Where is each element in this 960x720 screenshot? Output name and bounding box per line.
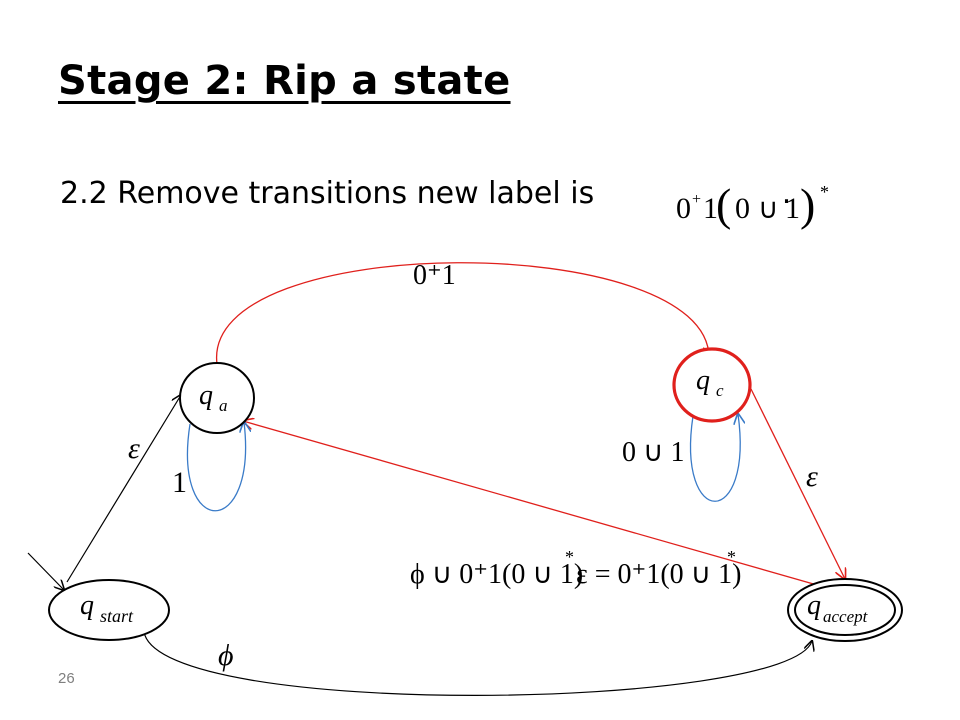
state-qc-sub: c xyxy=(716,381,724,400)
edge-qstart-to-qaccept xyxy=(143,631,812,696)
equation-star-1: * xyxy=(565,547,574,567)
state-qstart-sub: start xyxy=(100,606,134,626)
body-text: 2.2 Remove transitions new label is . xyxy=(60,176,791,211)
equation-label: ϕ ∪ 0⁺1(0 ∪ 1) * ε = 0⁺1(0 ∪ 1) * xyxy=(410,547,741,590)
edge-qa-to-qaccept xyxy=(243,421,846,594)
state-qa-q: q xyxy=(199,380,213,411)
label-epsilon-left: ε xyxy=(128,432,140,465)
label-one-loop: 1 xyxy=(172,466,187,499)
inline-expression-lhs: 0 xyxy=(676,192,691,225)
equation-rhs: ε = 0⁺1(0 ∪ 1) xyxy=(576,559,741,590)
label-phi-bottom: ϕ xyxy=(218,639,234,672)
inline-expression-plus: + xyxy=(692,191,701,208)
equation-star-2: * xyxy=(727,547,736,567)
edge-qa-to-qc xyxy=(216,262,709,365)
inline-expression-zero: 0 xyxy=(735,192,750,225)
page-number: 26 xyxy=(58,670,75,687)
start-arrow xyxy=(27,552,64,590)
loop-qc xyxy=(689,414,741,502)
inline-expression: 0 + 1 ( 0 ∪ 1 ) * xyxy=(676,179,829,230)
state-qaccept-q: q xyxy=(807,590,821,621)
equation-lhs: ϕ ∪ 0⁺1(0 ∪ 1) xyxy=(410,559,583,590)
edge-qc-to-qaccept xyxy=(750,388,845,579)
inline-expression-union: ∪ xyxy=(758,194,779,225)
edge-qstart-to-qa xyxy=(66,395,181,583)
inline-expression-paren-open: ( xyxy=(716,179,731,230)
inline-expression-star: * xyxy=(820,182,829,202)
state-qstart-q: q xyxy=(80,590,94,621)
state-qc: q c xyxy=(672,347,752,423)
inline-expression-one-b: 1 xyxy=(785,192,800,225)
state-qaccept-sub: accept xyxy=(823,607,869,626)
slide-title: Stage 2: Rip a state xyxy=(58,58,511,104)
state-qc-q: q xyxy=(696,365,710,396)
label-loop-c: 0 ∪ 1 xyxy=(622,437,685,468)
body-text-end: . xyxy=(781,176,792,211)
label-epsilon-right: ε xyxy=(806,460,818,493)
state-qa: q a xyxy=(179,362,255,434)
loop-qa xyxy=(186,422,246,512)
body-text-main: 2.2 Remove transitions new label is xyxy=(60,176,595,211)
state-qaccept: q accept xyxy=(787,578,903,642)
inline-expression-paren-close: ) xyxy=(800,179,815,230)
inline-expression-one: 1 xyxy=(703,192,718,225)
label-top-arc: 0⁺1 xyxy=(413,260,456,291)
state-qstart: q start xyxy=(48,579,170,641)
state-qa-sub: a xyxy=(219,396,228,415)
